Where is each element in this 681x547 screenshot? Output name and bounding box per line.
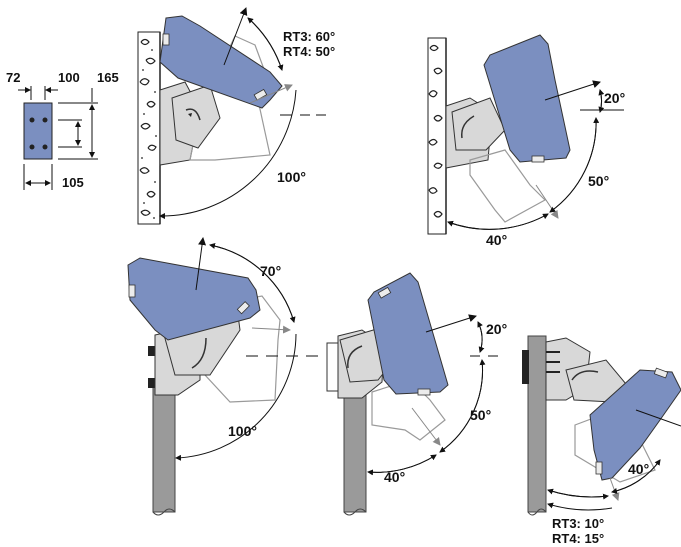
housing-latch [417, 388, 431, 396]
dim-label-72: 72 [6, 70, 20, 85]
housing-latch [377, 286, 392, 299]
housing-latch [531, 155, 545, 163]
bolt-hole [42, 117, 48, 123]
housing-latch [595, 461, 603, 475]
angle-label-up: 20° [604, 90, 625, 106]
pole-clamp [522, 350, 529, 384]
masonry-wall [427, 37, 447, 235]
angle-label-rt3: RT3: 60° [283, 29, 335, 44]
housing-latch [653, 367, 669, 379]
angle-label-rt3: RT3: 10° [552, 516, 604, 531]
angle-label-total: 40° [384, 469, 405, 485]
bracket-arm [451, 97, 506, 151]
pole-view-side-mount: 40° RT3: 10° RT4: 15° [522, 335, 681, 546]
angle-label-down: 50° [588, 173, 609, 189]
pole-view-range-up: 70° 100° [127, 237, 318, 516]
angle-label-total: 40° [486, 232, 507, 248]
camera-housing [483, 34, 571, 163]
angle-label-total: 100° [277, 169, 306, 185]
wall-view-range-up: RT3: 60° RT4: 50° 100° [137, 7, 335, 225]
angle-label-total: 40° [628, 461, 649, 477]
pole-clamp [148, 346, 158, 356]
pole [343, 394, 367, 513]
angle-label-up: 70° [260, 263, 281, 279]
housing-latch [162, 33, 170, 46]
angle-label-rt4: RT4: 50° [283, 44, 335, 59]
mounting-plate-detail: 72 100 165 105 [6, 70, 119, 190]
mounting-plate [23, 102, 53, 160]
angle-label-total: 100° [228, 423, 257, 439]
housing-latch [128, 284, 136, 298]
angle-label-up: 20° [486, 321, 507, 337]
dim-label-100: 100 [58, 70, 80, 85]
bolt-hole [42, 144, 48, 150]
dim-label-165: 165 [97, 70, 119, 85]
camera-housing [159, 15, 283, 109]
camera-housing [127, 257, 261, 341]
angle-label-rt4: RT4: 15° [552, 531, 604, 546]
camera-housing [367, 272, 449, 395]
housing-ghost-outline [469, 149, 546, 223]
angle-label-down: 50° [470, 407, 491, 423]
pole-clamp [326, 342, 340, 392]
bolt-hole [29, 144, 35, 150]
dim-label-105: 105 [62, 175, 84, 190]
pole-view-range-down: 20° 50° 40° [326, 272, 507, 516]
pole-clamp [148, 378, 158, 388]
pole [527, 335, 547, 513]
masonry-wall [137, 31, 161, 225]
wall-view-range-down: 20° 50° 40° [427, 34, 625, 248]
housing-latch [236, 301, 250, 315]
bolt-hole [29, 117, 35, 123]
pole [152, 381, 176, 513]
